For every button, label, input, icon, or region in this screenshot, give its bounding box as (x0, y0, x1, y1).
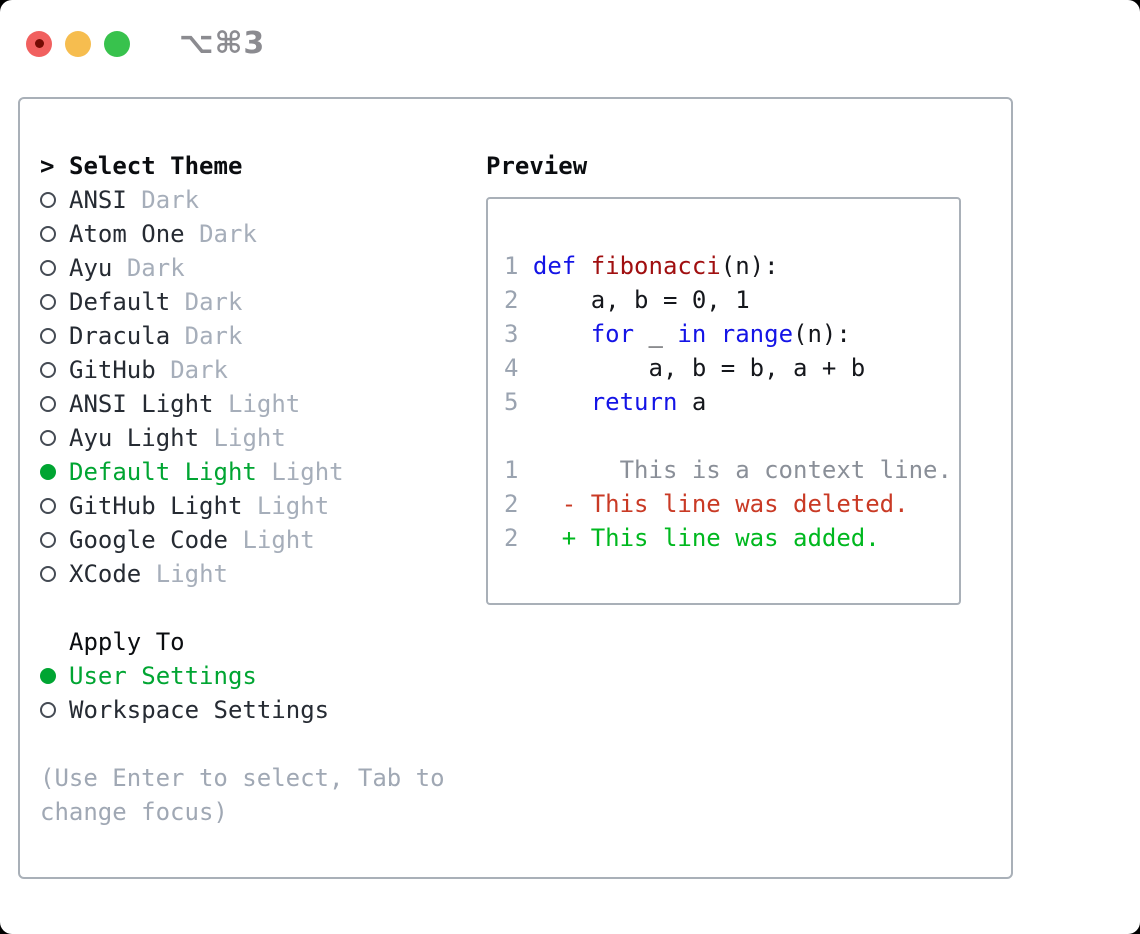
radio-icon (40, 192, 69, 208)
zoom-button[interactable] (104, 30, 130, 57)
minimize-button[interactable] (65, 30, 91, 57)
radio-icon (40, 498, 69, 514)
diff-deleted-line: 2 - This line was deleted. (504, 490, 909, 518)
record-dot-icon (34, 39, 44, 48)
theme-option-default-light[interactable]: Default Light Light (40, 455, 486, 489)
theme-option-github-dark[interactable]: GitHub Dark (40, 353, 486, 387)
titlebar: ⌥⌘3 (26, 26, 265, 61)
spacer (40, 727, 486, 761)
theme-option-dracula-dark[interactable]: Dracula Dark (40, 319, 486, 353)
help-text: (Use Enter to select, Tab to change focu… (40, 764, 445, 826)
diff-context-line: 1 This is a context line. (504, 456, 952, 484)
radio-icon (40, 532, 69, 548)
theme-picker-panel: > Select Theme ANSI Dark Atom One Dark A… (18, 97, 1013, 879)
code-preview-box: 1 def fibonacci(n): 2 a, b = 0, 1 3 for … (486, 197, 961, 605)
theme-option-atom-one-dark[interactable]: Atom One Dark (40, 217, 486, 251)
code-line: 5 return a (504, 388, 707, 416)
apply-to-heading: Apply To (69, 628, 185, 656)
focus-caret-icon: > (40, 152, 55, 180)
theme-option-ayu-light[interactable]: Ayu Light Light (40, 421, 486, 455)
code-line: 2 a, b = 0, 1 (504, 286, 750, 314)
theme-option-ayu-dark[interactable]: Ayu Dark (40, 251, 486, 285)
radio-icon (40, 430, 69, 446)
code-line: 3 for _ in range(n): (504, 320, 851, 348)
diff-added-line: 2 + This line was added. (504, 524, 880, 552)
radio-icon (40, 362, 69, 378)
theme-option-ansi-light[interactable]: ANSI Light Light (40, 387, 486, 421)
close-button[interactable] (26, 30, 52, 57)
theme-option-ansi-dark[interactable]: ANSI Dark (40, 183, 486, 217)
preview-column: Preview 1 def fibonacci(n): 2 a, b = 0, … (486, 149, 1011, 877)
blank-line (504, 419, 959, 453)
keyboard-shortcut-label: ⌥⌘3 (179, 26, 266, 61)
spacer (40, 591, 486, 625)
radio-icon (40, 328, 69, 344)
theme-option-default-dark[interactable]: Default Dark (40, 285, 486, 319)
radio-icon (40, 226, 69, 242)
theme-list-column: > Select Theme ANSI Dark Atom One Dark A… (40, 149, 486, 877)
radio-icon (40, 294, 69, 310)
apply-to-option-user-settings[interactable]: User Settings (40, 659, 486, 693)
theme-option-google-code[interactable]: Google Code Light (40, 523, 486, 557)
code-line: 1 def fibonacci(n): (504, 252, 779, 280)
radio-selected-icon (40, 668, 69, 684)
radio-icon (40, 260, 69, 276)
radio-icon (40, 566, 69, 582)
apply-to-option-workspace-settings[interactable]: Workspace Settings (40, 693, 486, 727)
select-theme-title: Select Theme (69, 152, 243, 180)
preview-title: Preview (486, 152, 588, 180)
radio-selected-icon (40, 464, 69, 480)
code-line: 4 a, b = b, a + b (504, 354, 866, 382)
select-theme-heading: > Select Theme (40, 149, 486, 183)
radio-icon (40, 702, 69, 718)
theme-option-xcode[interactable]: XCode Light (40, 557, 486, 591)
radio-icon (40, 396, 69, 412)
theme-option-github-light[interactable]: GitHub Light Light (40, 489, 486, 523)
